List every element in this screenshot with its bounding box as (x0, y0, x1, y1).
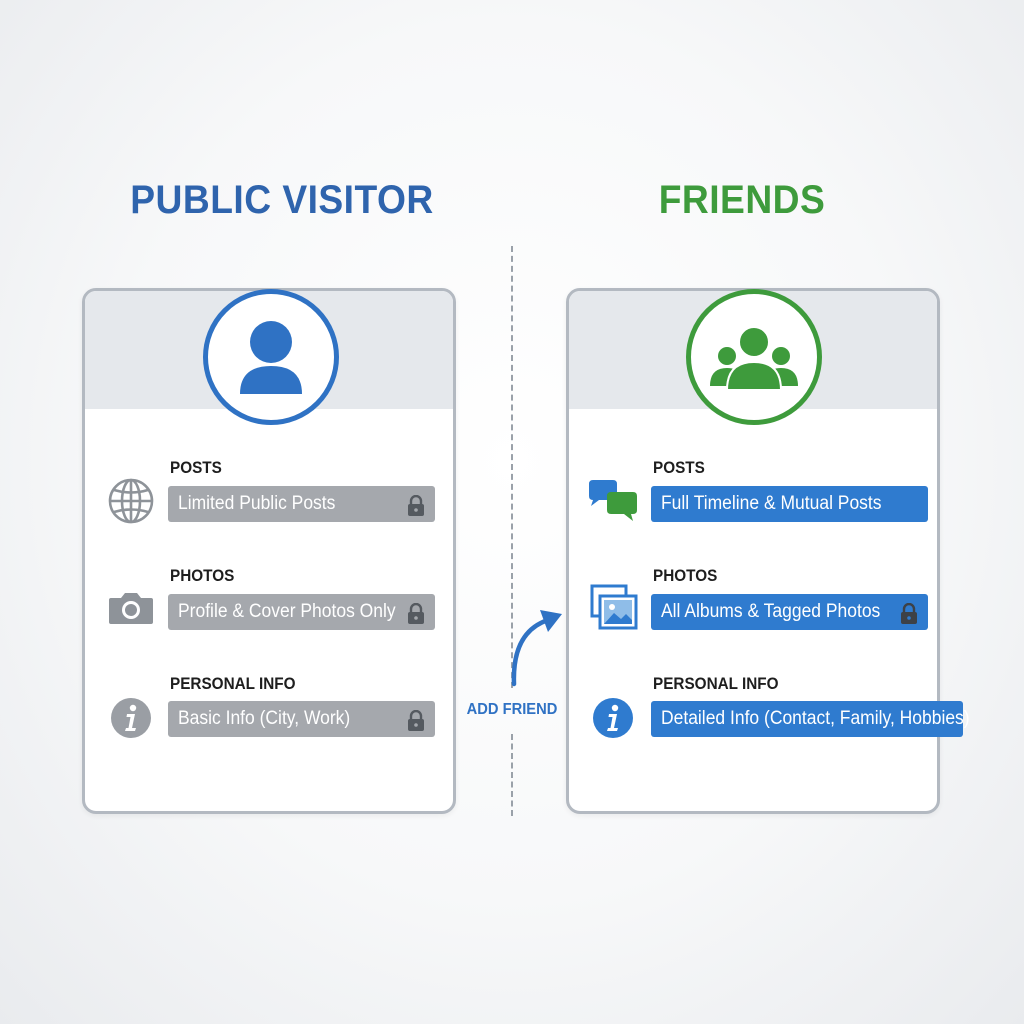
posts-access-bar: Full Timeline & Mutual Posts (651, 486, 928, 522)
info-icon (110, 697, 152, 744)
photo-album-icon (590, 584, 640, 637)
row-label-personal-info: PERSONAL INFO (653, 674, 779, 693)
posts-access-bar: Limited Public Posts (168, 486, 435, 522)
camera-icon (107, 590, 155, 631)
globe-icon (107, 477, 155, 530)
curved-arrow-icon (500, 602, 570, 693)
add-friend-label: ADD FRIEND (466, 701, 558, 718)
row-label-photos: PHOTOS (170, 566, 235, 585)
row-label-posts: POSTS (653, 458, 705, 477)
lock-icon (406, 494, 426, 530)
photos-access-bar: All Albums & Tagged Photos (651, 594, 928, 630)
friends-title: FRIENDS (658, 178, 826, 222)
group-users-icon (686, 289, 822, 425)
single-user-icon (203, 289, 339, 425)
personal-info-access-bar: Basic Info (City, Work) (168, 701, 435, 737)
row-label-personal-info: PERSONAL INFO (170, 674, 296, 693)
personal-info-access-value: Basic Info (City, Work) (178, 708, 351, 729)
chat-bubbles-icon (585, 478, 641, 529)
info-icon (592, 697, 634, 744)
photos-access-bar: Profile & Cover Photos Only (168, 594, 435, 630)
row-label-posts: POSTS (170, 458, 222, 477)
divider-line-upper (511, 246, 513, 688)
posts-access-value: Limited Public Posts (178, 493, 336, 514)
photos-access-value: Profile & Cover Photos Only (178, 601, 396, 622)
divider-line-lower (511, 734, 513, 816)
row-label-photos: PHOTOS (653, 566, 718, 585)
posts-access-value: Full Timeline & Mutual Posts (661, 493, 882, 514)
lock-icon (406, 709, 426, 745)
personal-info-access-value: Detailed Info (Contact, Family, Hobbies) (661, 708, 970, 729)
lock-icon (406, 602, 426, 638)
lock-icon (899, 602, 919, 638)
photos-access-value: All Albums & Tagged Photos (661, 601, 881, 622)
public-visitor-title: PUBLIC VISITOR (130, 178, 434, 222)
personal-info-access-bar: Detailed Info (Contact, Family, Hobbies) (651, 701, 970, 737)
